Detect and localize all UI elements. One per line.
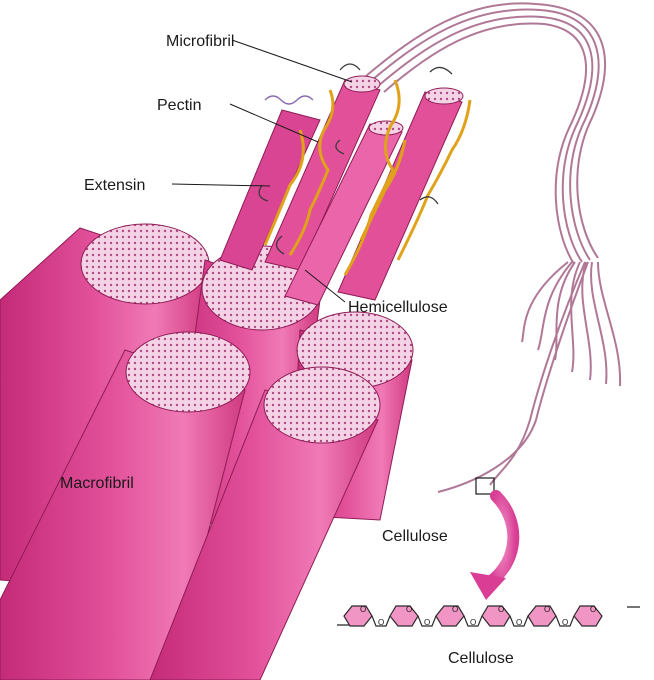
label-macrofibril: Macrofibril: [60, 475, 134, 492]
sugar-ring: [390, 606, 418, 626]
macrofibril-end-cap: [126, 332, 250, 412]
link-oxygen-label: O: [516, 618, 522, 627]
macrofibril-end-cap: [264, 367, 380, 443]
zoom-arrow: [470, 496, 513, 600]
ring-oxygen-label: O: [452, 605, 458, 614]
link-oxygen-label: O: [378, 618, 384, 627]
sugar-ring: [436, 606, 464, 626]
ring-oxygen-label: O: [360, 605, 366, 614]
label-cellulose-zoom: Cellulose: [382, 528, 448, 545]
link-oxygen-label: O: [470, 618, 476, 627]
label-hemicellulose: Hemicellulose: [348, 299, 448, 316]
label-pectin: Pectin: [157, 97, 201, 114]
ring-oxygen-label: O: [544, 605, 550, 614]
sugar-ring: [528, 606, 556, 626]
ring-oxygen-label: O: [406, 605, 412, 614]
macrofibril-end-cap: [81, 224, 209, 304]
ring-oxygen-label: O: [498, 605, 504, 614]
link-oxygen-label: O: [424, 618, 430, 627]
purple-squiggle: [265, 96, 313, 104]
sugar-ring: [482, 606, 510, 626]
ring-oxygen-label: O: [590, 605, 596, 614]
label-extensin: Extensin: [84, 177, 145, 194]
sugar-ring: [574, 606, 602, 626]
cellulose-chain: O O O O O O O O O O O: [337, 605, 640, 627]
cellulose-strand-ends: [438, 262, 620, 492]
label-cellulose-chain: Cellulose: [448, 650, 514, 667]
link-oxygen-label: O: [562, 618, 568, 627]
sugar-ring: [344, 606, 372, 626]
label-microfibril: Microfibril: [166, 33, 234, 50]
zoom-box: [476, 478, 494, 494]
